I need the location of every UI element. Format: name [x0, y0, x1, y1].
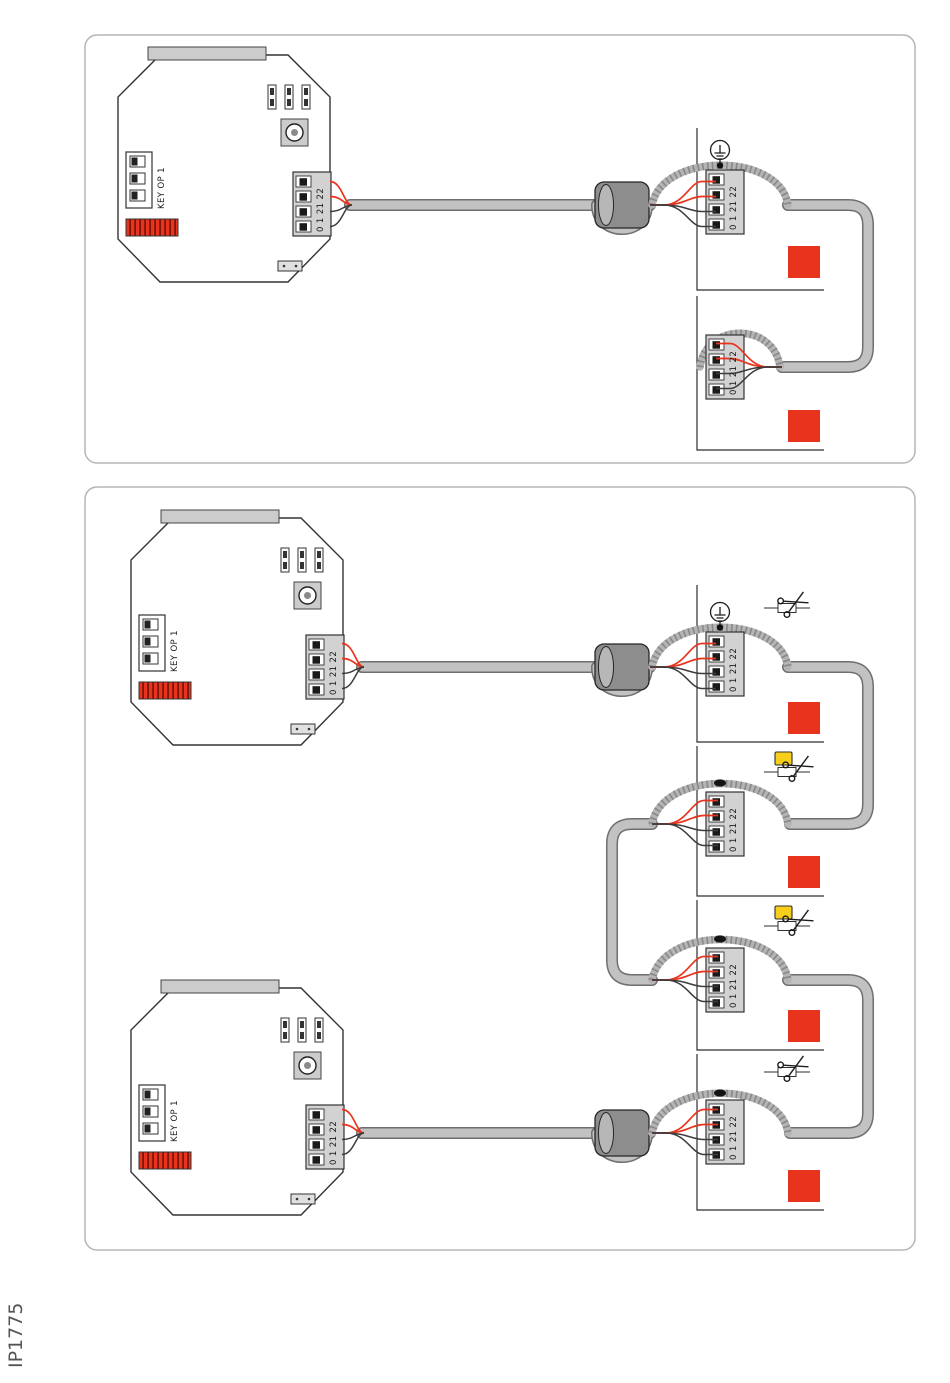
device-outline — [696, 746, 824, 897]
bus-cable — [356, 661, 874, 1139]
device-outline — [696, 900, 824, 1051]
terminal-label: 0 1 21 22 — [729, 186, 739, 230]
terminal-label: 0 1 21 22 — [329, 651, 339, 695]
red-button — [788, 702, 820, 734]
terminal-label: 0 1 21 22 — [329, 1121, 339, 1165]
ferrite-core — [595, 644, 649, 691]
shield-tap-dot — [714, 935, 726, 943]
red-button — [788, 1170, 820, 1202]
red-button — [788, 410, 820, 442]
device-outline — [696, 1054, 824, 1211]
terminal-label: 0 1 21 22 — [729, 808, 739, 852]
document-code: IP1775 — [5, 1303, 27, 1368]
keypad-unit — [131, 510, 344, 745]
device-outline — [696, 296, 824, 451]
device-outline — [696, 585, 824, 743]
keypad-unit — [118, 47, 331, 282]
red-button — [788, 1010, 820, 1042]
ferrite-core — [595, 1110, 649, 1157]
terminal-label: 0 1 21 22 — [729, 648, 739, 692]
shield-tap-dot — [714, 1089, 726, 1097]
ferrite-core — [595, 182, 649, 229]
red-button — [788, 856, 820, 888]
terminal-label: 0 1 21 22 — [316, 188, 326, 232]
dip-label: KEY OP 1 — [170, 1100, 180, 1142]
red-button — [788, 246, 820, 278]
keypad-unit — [131, 980, 344, 1215]
terminal-label: 0 1 21 22 — [729, 1116, 739, 1160]
dip-label: KEY OP 1 — [170, 630, 180, 672]
terminal-label: 0 1 21 22 — [729, 964, 739, 1008]
dip-label: KEY OP 1 — [157, 167, 167, 209]
terminal-label: 0 1 21 22 — [729, 351, 739, 395]
shield-tap-dot — [714, 779, 726, 787]
